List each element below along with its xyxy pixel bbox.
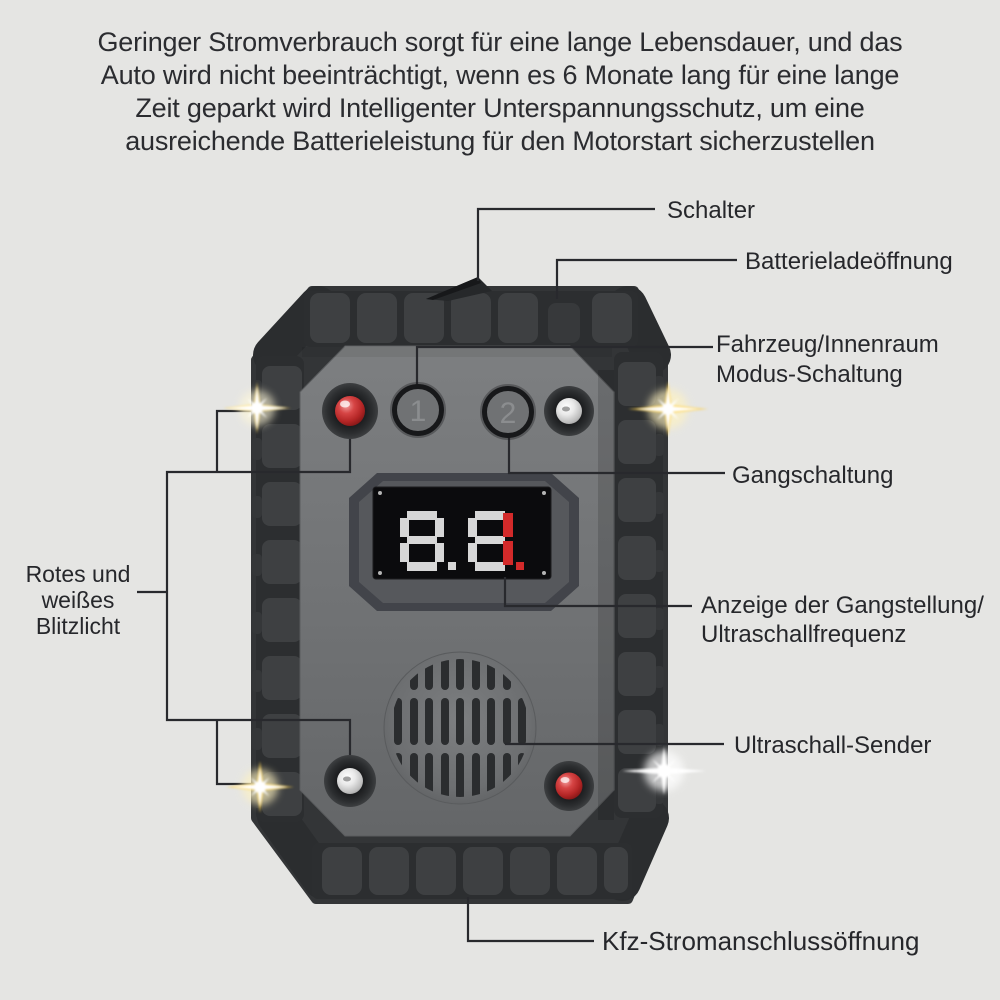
callout-label-anzeige: Anzeige der Gangstellung/ Ultraschallfre… [701, 592, 984, 648]
callout-label-blitzlicht: Rotes und weißes Blitzlicht [25, 561, 131, 639]
speaker-slots [394, 659, 526, 797]
left-ribs [252, 356, 304, 822]
header-line-2: Auto wird nicht beeinträchtigt, wenn es … [100, 60, 900, 90]
red-flash-led-bottom-right [544, 761, 594, 811]
display-screw [378, 491, 382, 495]
display-ghost-digits [400, 511, 505, 571]
ultrasonic-speaker [383, 651, 537, 805]
display-screw [378, 571, 382, 575]
header-line-3: Zeit geparkt wird Intelligenter Unterspa… [135, 93, 865, 123]
callout-line-anzeige [503, 577, 692, 608]
white-flash-led-bottom-left [324, 755, 376, 807]
digital-display [349, 473, 579, 611]
callout-line-gangschaltung [507, 434, 725, 475]
callout-line-schalter [476, 207, 655, 281]
callout-label-ultraschall-sender: Ultraschall-Sender [734, 732, 932, 759]
flash-glint-top-right [628, 381, 708, 437]
white-flash-led-top-right [544, 386, 594, 436]
gear-button-2: 2 [480, 384, 536, 440]
callout-label-batterieladeoeffnung: Batterieladeöffnung [745, 248, 953, 275]
flash-glint-bottom-right [622, 747, 706, 795]
display-screw [542, 571, 546, 575]
callout-label-fahrzeug-modus: Fahrzeug/Innenraum Modus-Schaltung [716, 331, 939, 388]
callout-line-blitzlicht [137, 409, 352, 786]
callout-lines [137, 207, 737, 943]
callout-line-batterieladeoeffnung [555, 258, 737, 299]
display-screw [542, 491, 546, 495]
mode-button-1-label: 1 [410, 395, 427, 428]
callout-line-kfz [466, 897, 594, 943]
battery-charge-port-notch [548, 303, 580, 343]
callout-label-kfz: Kfz-Stromanschlussöffnung [602, 926, 920, 956]
gear-button-2-label: 2 [500, 397, 517, 430]
header-line-1: Geringer Stromverbrauch sorgt für eine l… [97, 27, 903, 57]
header-line-4: ausreichende Batterieleistung für den Mo… [125, 126, 875, 156]
red-flash-led-top-left [322, 383, 378, 439]
top-ribs [304, 291, 638, 347]
display-value [400, 511, 524, 571]
flash-glint-top-left [223, 382, 291, 434]
display-active-digit [503, 513, 524, 570]
right-ribs [614, 352, 664, 818]
callout-label-gangschaltung: Gangschaltung [732, 462, 894, 489]
callout-line-fahrzeug-modus [415, 345, 713, 388]
bottom-ribs [312, 843, 632, 899]
power-switch [426, 277, 492, 301]
header-text: Geringer Stromverbrauch sorgt für eine l… [0, 26, 1000, 158]
callout-label-schalter: Schalter [667, 197, 756, 224]
flash-glint-bottom-left [226, 761, 294, 813]
mode-button-1: 1 [390, 382, 446, 438]
